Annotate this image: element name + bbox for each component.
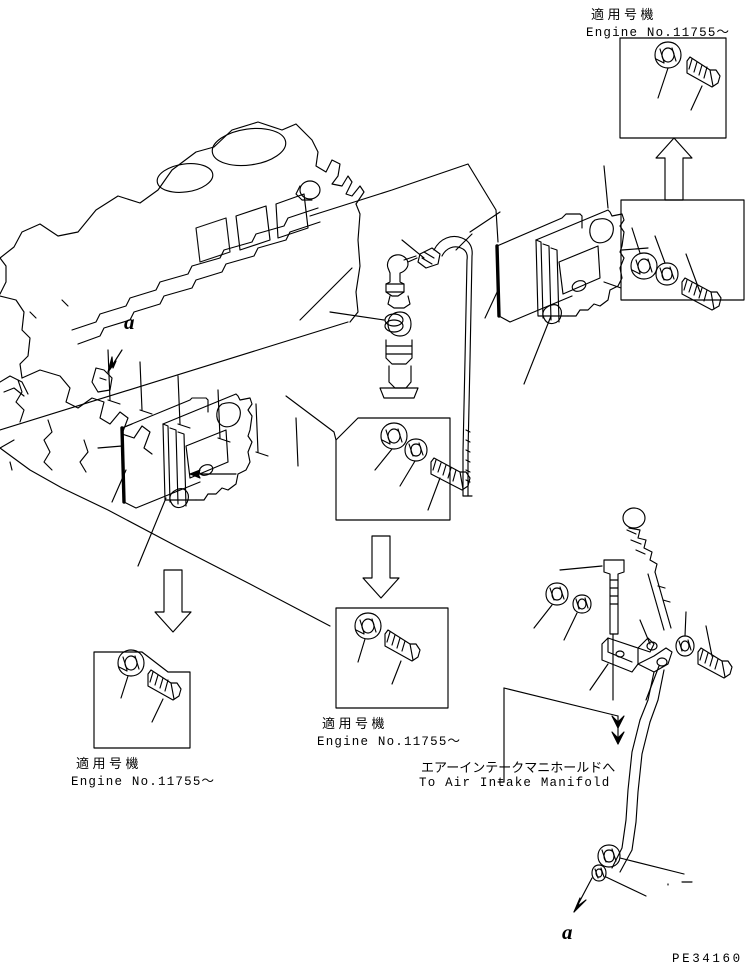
ref-a-arrow-engine (107, 349, 123, 373)
callout-box-bottom-left (93, 569, 192, 749)
callout-bottom-left-en-title: Engine No.11755〜 (71, 775, 216, 789)
cover-plate-right-assembly (309, 163, 649, 385)
callout-bottom-middle-jp-title: 適用号機 (322, 717, 389, 732)
breather-and-tube (299, 211, 501, 497)
dipstick-assembly (497, 507, 733, 913)
ref-label-a-engine: a (124, 310, 135, 334)
cover-plate-left-assembly (97, 393, 253, 567)
fastener-box-right-top (603, 199, 745, 311)
fastener-box-middle (285, 395, 471, 521)
callout-top-right-jp-title: 適用号機 (591, 8, 658, 23)
callout-bottom-middle-en-title: Engine No.11755〜 (317, 735, 462, 749)
ref-label-a-tube: a (562, 920, 573, 944)
manifold-annotation-jp: エアーインテークマニホールドへ (421, 761, 616, 776)
callout-box-bottom-middle (335, 535, 449, 709)
manifold-annotation-en: To Air Intake Manifold (419, 776, 611, 790)
callout-top-right-en-title: Engine No.11755〜 (586, 26, 731, 40)
engine-block-outline (0, 121, 365, 627)
callout-box-top-right (619, 37, 727, 201)
callout-bottom-left-jp-title: 適用号機 (76, 757, 143, 772)
drawing-part-number: PE34160 (672, 952, 743, 966)
